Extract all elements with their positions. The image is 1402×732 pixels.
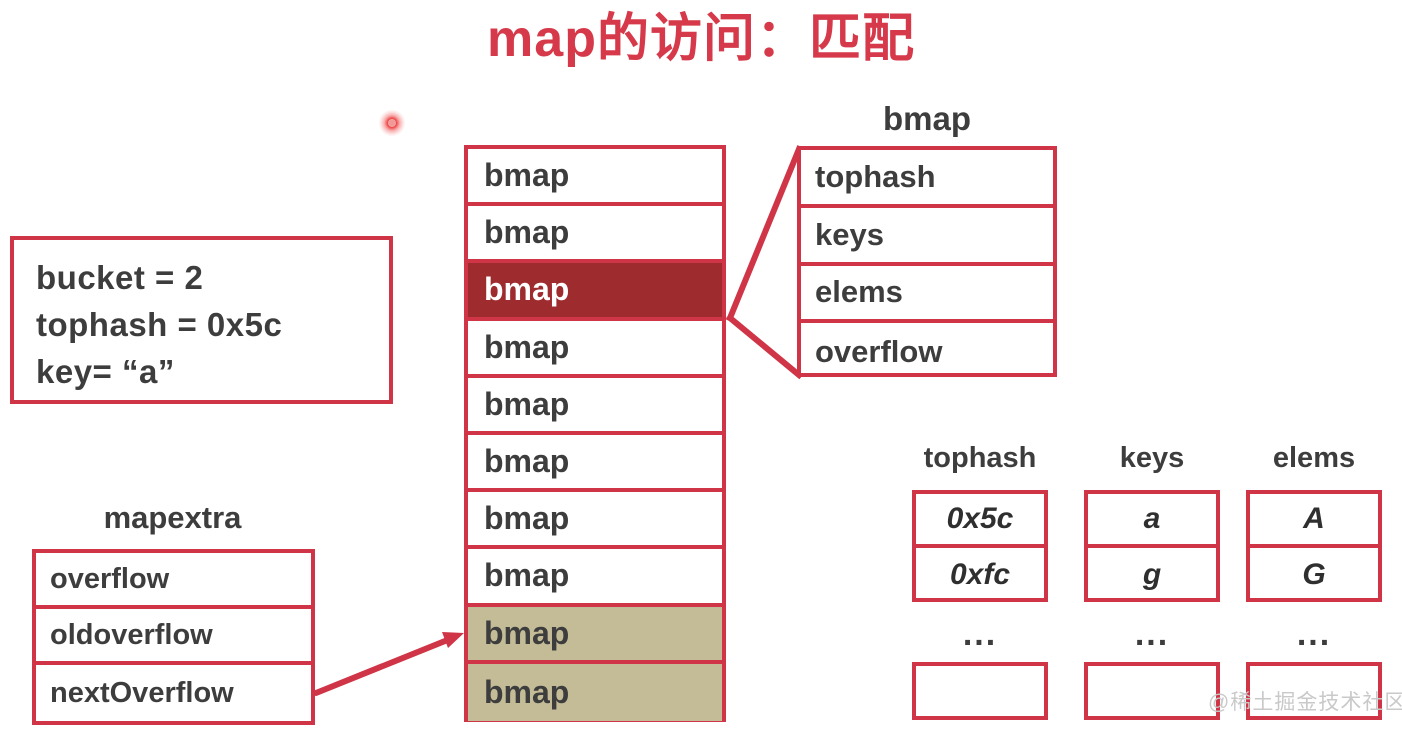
bucket-row-6: bmap: [468, 492, 722, 550]
bmap-field-elems: elems: [801, 266, 1053, 324]
keys-empty-box: [1084, 662, 1220, 720]
bucket-row-1: bmap: [468, 206, 722, 264]
elems-empty-box: [1246, 662, 1382, 720]
tophash-table-label: tophash: [923, 442, 1037, 474]
bucket-row-7: bmap: [468, 549, 722, 607]
elems-value-1: G: [1302, 558, 1326, 591]
keys-table: a g: [1084, 490, 1220, 602]
bucket-array: bmap bmap bmap bmap bmap bmap bmap bmap …: [464, 145, 726, 722]
bucket-row-0: bmap: [468, 149, 722, 207]
bmap-field-keys: keys: [801, 208, 1053, 266]
param-tophash: tophash = 0x5c: [36, 306, 283, 343]
connector-bottom: [725, 313, 804, 380]
bucket-row-8-overflow: bmap: [468, 606, 722, 664]
page-title: map的访问：匹配: [487, 10, 915, 68]
bucket-row-9-overflow: bmap: [468, 663, 722, 721]
bmap-field-tophash: tophash: [801, 150, 1053, 208]
tophash-value-0: 0x5c: [916, 494, 1044, 548]
keys-value-1: g: [1142, 558, 1162, 591]
mapextra-field-nextoverflow: nextOverflow: [50, 676, 234, 709]
laser-pointer-dot: [379, 110, 405, 136]
tophash-table: 0x5c 0xfc: [912, 490, 1048, 602]
bucket-row-2-selected: bmap: [468, 263, 722, 321]
nextoverflow-arrow: [313, 632, 464, 696]
bmap-detail-label: bmap: [882, 100, 971, 137]
bucket-row-4: bmap: [468, 377, 722, 435]
mapextra-field-overflow: overflow: [36, 553, 311, 609]
watermark: @稀土掘金技术社区: [1208, 691, 1402, 714]
connector-top: [726, 145, 803, 322]
mapextra-label: mapextra: [103, 500, 242, 535]
elems-ellipsis: ...: [1296, 615, 1332, 653]
param-key: key= “a”: [36, 353, 175, 390]
keys-table-label: keys: [1119, 442, 1185, 474]
elems-table-label: elems: [1272, 442, 1356, 474]
lookup-params-box: bucket = 2 tophash = 0x5c key= “a”: [10, 236, 393, 404]
elems-table: A G: [1246, 490, 1382, 602]
bmap-field-overflow: overflow: [815, 334, 943, 370]
keys-ellipsis: ...: [1134, 615, 1170, 653]
tophash-value-1: 0xfc: [949, 558, 1011, 591]
tophash-ellipsis: ...: [962, 615, 998, 653]
param-bucket: bucket = 2: [36, 259, 204, 296]
elems-value-0: A: [1250, 494, 1378, 548]
keys-value-0: a: [1088, 494, 1216, 548]
mapextra-field-oldoverflow: oldoverflow: [36, 609, 311, 665]
bmap-detail-box: tophash keys elems overflow: [797, 146, 1057, 377]
bucket-row-5: bmap: [468, 434, 722, 493]
tophash-empty-box: [912, 662, 1048, 720]
mapextra-box: overflow oldoverflow nextOverflow: [32, 549, 315, 725]
bucket-row-3: bmap: [468, 320, 722, 378]
